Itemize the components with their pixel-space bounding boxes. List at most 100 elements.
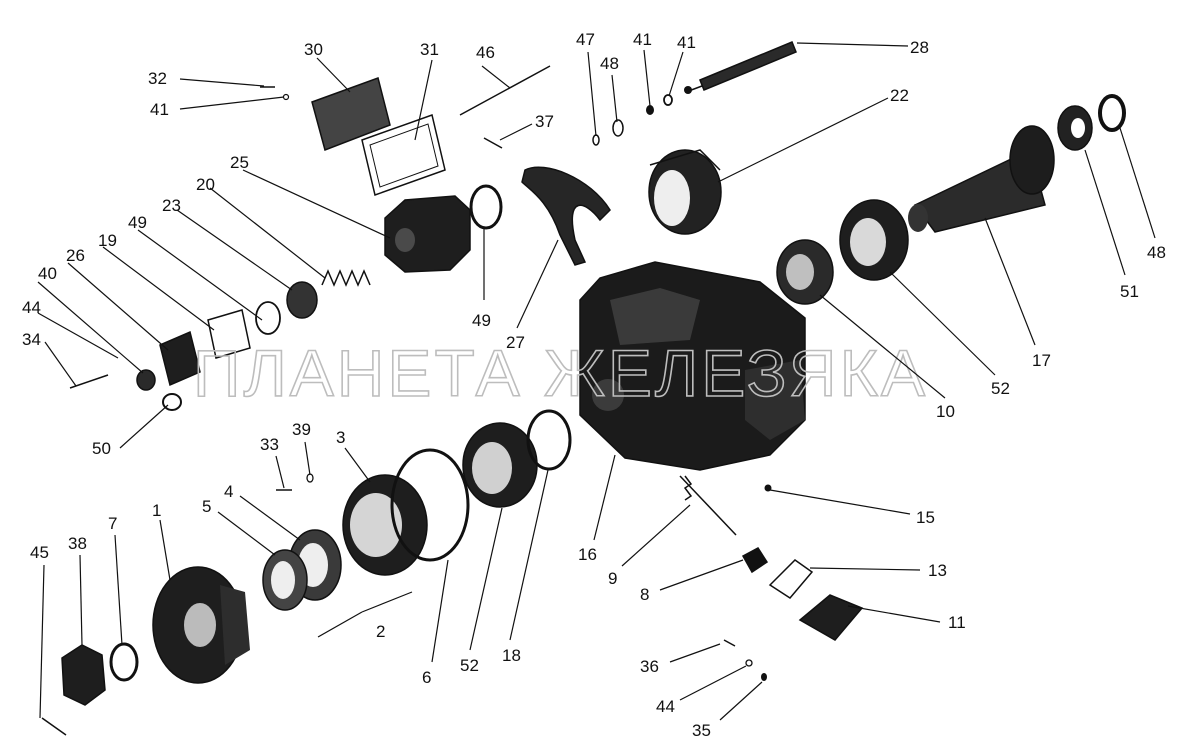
leader-p10 [819, 294, 946, 399]
callout-18: 18 [502, 646, 521, 665]
leader-p1 [159, 519, 171, 581]
leader-lines [37, 42, 1156, 721]
callout-30: 32 [148, 69, 167, 88]
leader-p2 [317, 611, 363, 638]
leader-p49 [1119, 127, 1156, 239]
leader-p46 [587, 51, 597, 137]
callout-50: 50 [92, 439, 111, 458]
leader-p15 [769, 489, 911, 515]
part-16-housing [579, 261, 806, 471]
leader-p48a [137, 229, 263, 321]
part-38-plug [136, 369, 156, 391]
callout-3: 3 [336, 428, 345, 447]
leader-p47 [611, 74, 618, 123]
callout-7: 7 [108, 514, 117, 533]
leader-p51 [1084, 149, 1126, 276]
part-15-screw [764, 484, 772, 492]
leader-p7 [114, 534, 123, 646]
callout-20: 20 [196, 175, 215, 194]
callout-31: 33 [260, 435, 279, 454]
callout-10: 10 [936, 402, 955, 421]
callout-labels: 28 22 17 51 48 52 10 37 46 47 48 41 41 3… [22, 30, 1166, 740]
callout-48a: 49 [128, 213, 147, 232]
callout-15: 15 [916, 508, 935, 527]
part-9-worm-shaft [679, 475, 737, 536]
part-25-shift-fork [521, 166, 611, 266]
part-36-nut [61, 644, 106, 706]
part-50-ring [162, 393, 182, 411]
callout-19: 19 [98, 231, 117, 250]
leader-p19 [102, 246, 215, 331]
leader-p9 [621, 504, 691, 567]
callout-28: 31 [420, 40, 439, 59]
part-18-ring [526, 409, 572, 471]
callout-1: 1 [152, 501, 161, 520]
callout-24: 26 [66, 246, 85, 265]
leader-p50 [119, 404, 169, 449]
leader-p41a [179, 96, 285, 110]
leader-p22 [176, 209, 293, 291]
leader-p41c [679, 665, 747, 701]
callout-35: 35 [692, 721, 711, 740]
part-6-gasket [390, 448, 470, 562]
part-48-ring-upper [469, 184, 503, 230]
leader-p36 [79, 554, 83, 646]
leader-p23 [242, 169, 391, 239]
leader-p44 [39, 564, 45, 719]
part-52-bearing-right [839, 199, 909, 281]
part-48-ring-left [255, 301, 281, 335]
part-44-cotter [41, 717, 67, 736]
part-20-spring [321, 269, 371, 287]
callout-5: 5 [202, 497, 211, 516]
callout-39: 39 [292, 420, 311, 439]
leader-p27 [316, 57, 351, 93]
part-52-bearing-lower [462, 422, 538, 508]
leader-p16 [593, 454, 616, 541]
part-27-cover-plate [311, 77, 391, 151]
part-23-block [384, 195, 471, 273]
part-28-gasket [361, 114, 446, 196]
part-19-gasket [207, 309, 251, 359]
callout-4: 4 [224, 482, 233, 501]
callout-44: 45 [30, 543, 49, 562]
callout-13: 13 [928, 561, 947, 580]
part-7-washer [109, 642, 139, 682]
leader-p26 [796, 42, 909, 47]
callout-8: 8 [640, 585, 649, 604]
callout-27: 30 [304, 40, 323, 59]
callout-45: 46 [476, 43, 495, 62]
part-11-plate [798, 594, 864, 641]
callout-21: 22 [890, 86, 909, 105]
callout-32: 34 [22, 330, 41, 349]
callout-47: 48 [600, 54, 619, 73]
leader-p37 [643, 49, 651, 107]
leader-p38 [37, 281, 144, 374]
leader-p24 [67, 262, 169, 351]
callout-41c: 44 [656, 697, 675, 716]
part-22-piston [286, 281, 318, 319]
callout-11: 11 [948, 613, 966, 632]
callout-41a: 41 [150, 100, 169, 119]
callout-2: 2 [376, 622, 385, 641]
callout-52b: 52 [991, 379, 1010, 398]
leader-p40 [668, 51, 684, 97]
leader-p2b [361, 591, 413, 613]
callout-6: 6 [422, 668, 431, 687]
callout-17: 17 [1032, 351, 1051, 370]
part-32-bolt [69, 374, 109, 389]
leader-p33 [499, 123, 533, 141]
leader-p11 [847, 605, 941, 623]
part-drawings [41, 41, 1126, 736]
part-8-plug [741, 547, 769, 574]
callout-23: 25 [230, 153, 249, 172]
leader-p4 [239, 495, 301, 541]
callout-52a: 52 [460, 656, 479, 675]
part-33-bolt [483, 137, 503, 149]
leader-p30 [179, 78, 265, 87]
leader-p39 [304, 441, 311, 476]
leader-p41b [37, 312, 119, 359]
part-1-flange [152, 566, 250, 684]
leader-p20 [209, 187, 326, 279]
leader-p35 [719, 681, 763, 721]
